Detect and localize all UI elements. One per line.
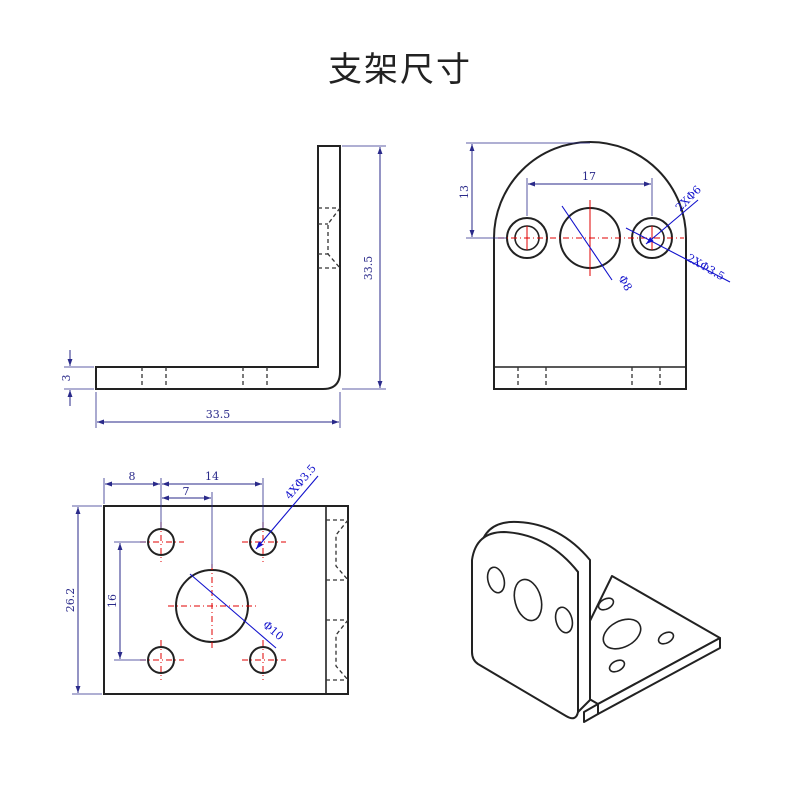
front-centerlines bbox=[498, 200, 684, 276]
top-view: 8 14 7 4XΦ3.5 16 2 bbox=[64, 462, 349, 695]
front-hole-spacing-dimension: 17 bbox=[526, 170, 653, 216]
iso-plate-center-hole bbox=[602, 618, 642, 650]
side-thickness-dimension: 3 bbox=[60, 350, 94, 406]
iso-plate-hole-1 bbox=[597, 597, 615, 611]
side-thickness-label: 3 bbox=[60, 375, 73, 382]
isometric-view bbox=[471, 520, 721, 723]
top-plate-height-dimension: 26.2 bbox=[64, 505, 102, 695]
front-hole-spacing-label: 17 bbox=[582, 170, 596, 183]
side-view: 3 33.5 33.5 bbox=[60, 145, 386, 428]
top-edge-offset-dimension: 8 bbox=[103, 470, 162, 528]
top-hole-spacing-y-dimension: 16 bbox=[106, 541, 146, 661]
top-centerlines bbox=[140, 522, 286, 680]
side-hidden-holes-horizontal bbox=[141, 367, 268, 389]
top-hole-bottom-left bbox=[147, 646, 175, 674]
front-top-offset-label: 13 bbox=[458, 185, 471, 199]
top-edge-offset-label: 8 bbox=[129, 470, 136, 483]
iso-upright-hole-left bbox=[486, 566, 506, 594]
front-inner-hole-label: 2XΦ3.5 bbox=[685, 251, 727, 283]
top-plate-height-label: 26.2 bbox=[64, 588, 77, 613]
front-hidden-lines bbox=[517, 367, 661, 389]
top-hole-spacing-x-label: 14 bbox=[205, 470, 219, 483]
side-width-label: 33.5 bbox=[206, 408, 231, 421]
l-profile bbox=[95, 145, 341, 390]
top-half-spacing-label: 7 bbox=[183, 485, 190, 498]
iso-upright-hole-right bbox=[554, 606, 574, 634]
side-width-dimension: 33.5 bbox=[95, 392, 341, 428]
page-title: 支架尺寸 bbox=[328, 50, 472, 90]
side-height-dimension: 33.5 bbox=[342, 145, 386, 390]
top-half-spacing-dimension: 7 bbox=[162, 485, 213, 568]
top-hole-top-left bbox=[147, 528, 175, 556]
top-hidden-lines bbox=[326, 519, 349, 681]
side-hidden-holes-vertical bbox=[318, 207, 341, 269]
top-hole-spacing-y-label: 16 bbox=[106, 594, 119, 608]
iso-plate-hole-2 bbox=[657, 631, 675, 645]
side-height-label: 33.5 bbox=[362, 256, 375, 281]
top-hole-spacing-x-dimension: 14 bbox=[162, 470, 264, 528]
iso-upright-hole-center bbox=[513, 578, 543, 622]
top-hole-bottom-right bbox=[249, 646, 277, 674]
front-view: 13 17 2XΦ6 2XΦ3.5 Φ8 bbox=[458, 141, 731, 390]
iso-plate-hole-3 bbox=[608, 659, 626, 673]
front-top-offset-dimension: 13 bbox=[458, 142, 590, 239]
iso-plate-side bbox=[583, 703, 599, 723]
